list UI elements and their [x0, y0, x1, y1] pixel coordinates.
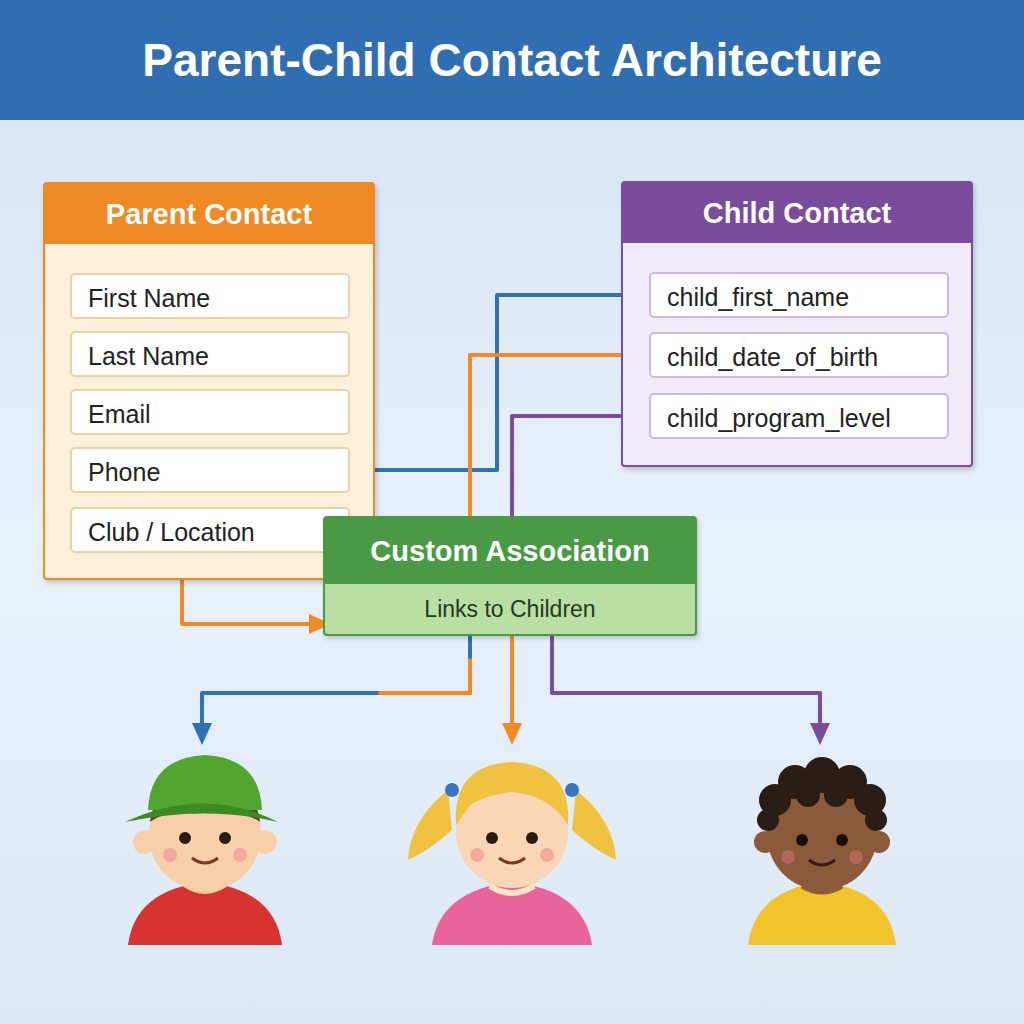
association-heading: Custom Association — [325, 518, 695, 584]
illustration-part — [163, 848, 177, 862]
field-label: Club / Location — [72, 509, 348, 555]
illustration-part — [133, 830, 157, 854]
illustration-part — [809, 860, 835, 865]
association-note: Links to Children — [325, 584, 695, 634]
field-label: child_date_of_birth — [651, 334, 947, 380]
field-label: Email — [72, 391, 348, 437]
field-label: child_program_level — [651, 395, 947, 441]
connector-arrow — [182, 580, 321, 624]
illustration-part — [796, 834, 808, 846]
illustration-part — [125, 804, 278, 823]
illustration-part — [868, 831, 890, 853]
girl-figure — [408, 762, 616, 945]
illustration-part — [865, 809, 887, 831]
illustration-part — [510, 637, 514, 735]
illustration-part — [445, 783, 459, 797]
boy-figure — [125, 755, 282, 945]
curly-boy-figure — [748, 757, 896, 945]
field-box: Email — [70, 389, 350, 435]
field-box: child_first_name — [649, 272, 949, 318]
illustration-part — [486, 832, 498, 844]
illustration-part — [253, 830, 277, 854]
child-links — [202, 637, 820, 735]
field-box: child_date_of_birth — [649, 332, 949, 378]
illustration-part — [526, 832, 538, 844]
illustration-part — [499, 858, 525, 863]
diagram-title: Parent-Child Contact Architecture — [0, 0, 1024, 120]
illustration-part — [540, 848, 554, 862]
field-box: child_program_level — [649, 393, 949, 439]
illustration-part — [824, 783, 848, 807]
illustration-part — [470, 848, 484, 862]
field-label: Phone — [72, 449, 348, 495]
illustration-part — [748, 882, 896, 945]
illustration-part — [432, 882, 592, 945]
association-box: Custom AssociationLinks to Children — [323, 516, 697, 636]
field-label: Last Name — [72, 333, 348, 379]
illustration-part — [552, 637, 820, 735]
illustration-part — [796, 783, 820, 807]
illustration-part — [757, 757, 887, 831]
contact-panel: Child Contact child_first_name child_date_… — [621, 181, 973, 467]
illustration-part — [408, 790, 452, 860]
illustration-part — [192, 858, 218, 863]
illustration-part — [128, 882, 282, 945]
illustration-part — [233, 848, 247, 862]
field-label: First Name — [72, 275, 348, 321]
field-box: First Name — [70, 273, 350, 319]
field-box: Last Name — [70, 331, 350, 377]
illustration-part — [219, 832, 231, 844]
illustration-part — [849, 850, 863, 864]
panel-heading: Child Contact — [623, 183, 971, 243]
illustration-part — [754, 831, 776, 853]
illustration-part — [836, 834, 848, 846]
illustration-part — [565, 783, 579, 797]
illustration-part — [179, 832, 191, 844]
field-label: child_first_name — [651, 274, 947, 320]
field-box: Phone — [70, 447, 350, 493]
illustration-part — [148, 755, 262, 810]
illustration-part — [572, 790, 616, 860]
illustration-part — [202, 637, 470, 735]
illustration-part — [380, 660, 470, 693]
illustration-part — [781, 850, 795, 864]
illustration-part — [757, 809, 779, 831]
panel-heading: Parent Contact — [45, 184, 373, 244]
field-box: Club / Location — [70, 507, 350, 553]
illustration-part — [456, 762, 569, 825]
